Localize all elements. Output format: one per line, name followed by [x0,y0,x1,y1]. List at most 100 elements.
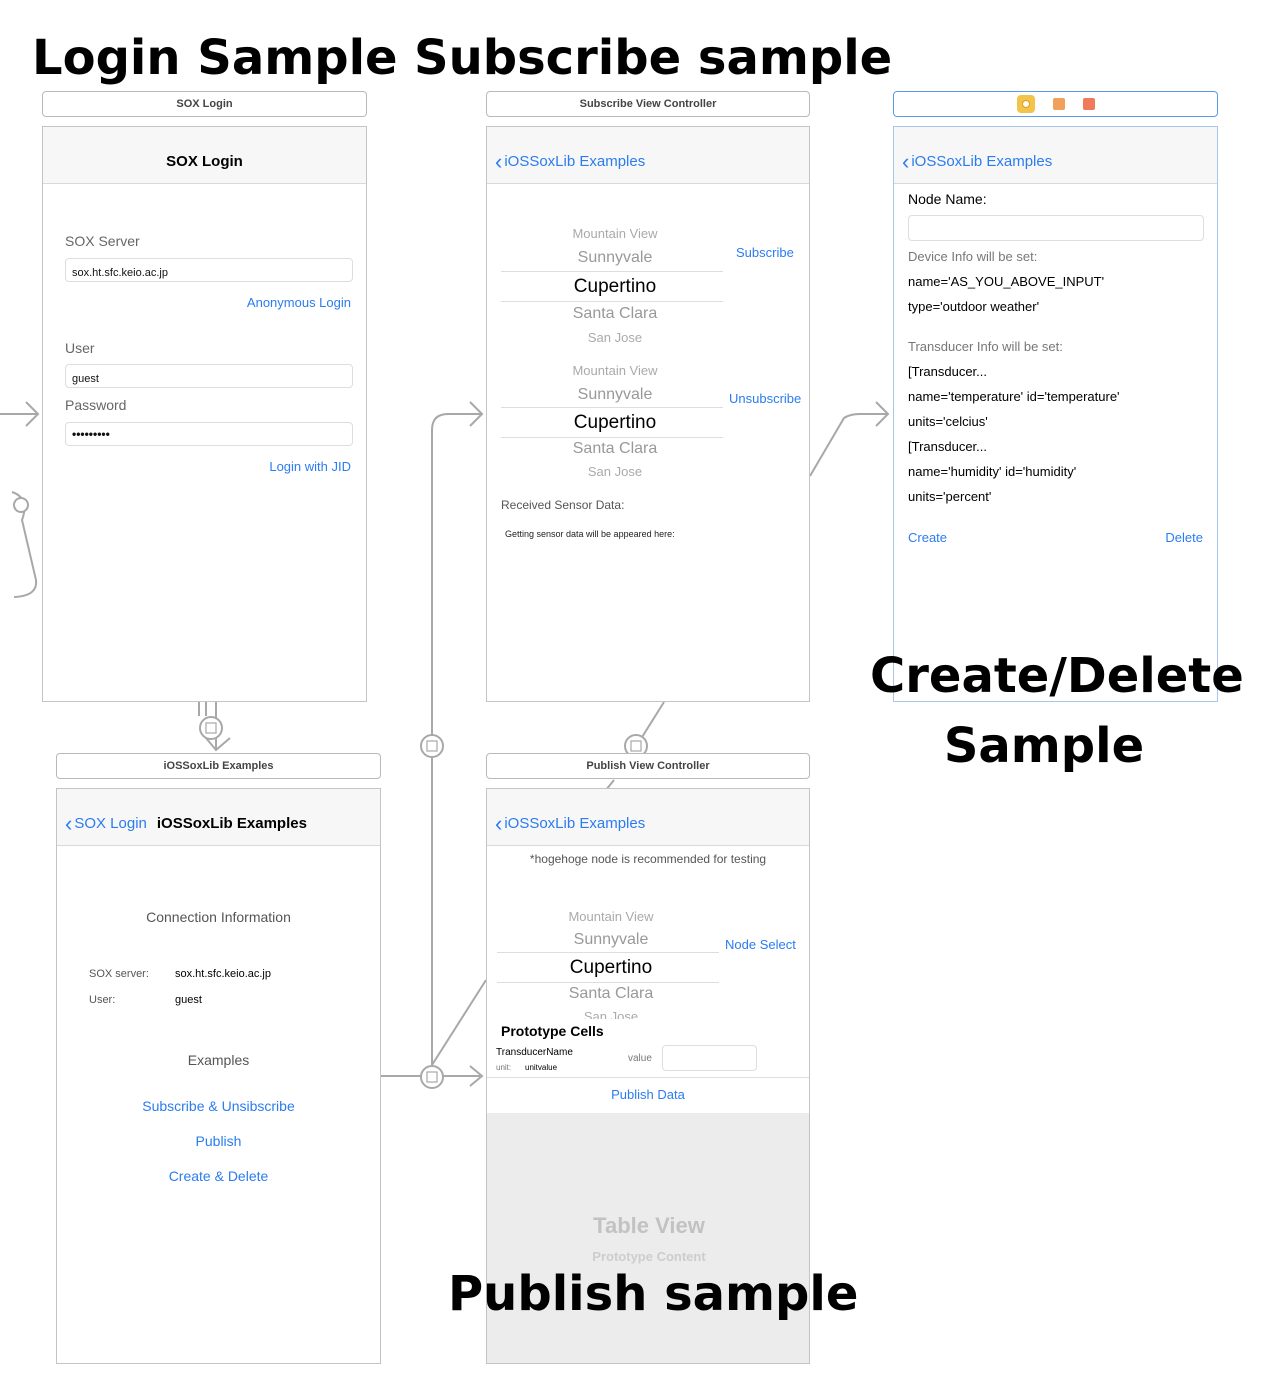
transducer-info-line: units='percent' [908,489,992,504]
publish-link[interactable]: Publish [195,1133,242,1149]
picker-row: Mountain View [572,363,658,378]
picker-row: San Jose [583,1009,639,1021]
picker-selected-row: Cupertino [573,412,657,433]
navigation-bar: ‹ iOSSoxLib Examples [894,127,1217,184]
picker-selected-row: Cupertino [569,957,653,978]
city-picker[interactable]: Mountain View Sunnyvale Cupertino Santa … [495,362,735,492]
table-view[interactable]: Table View Prototype Content [487,1113,809,1363]
value-field[interactable] [662,1045,757,1071]
publish-sample-label: Publish sample [448,1266,859,1322]
create-scene-bar[interactable] [893,91,1218,117]
user-value: guest [175,994,202,1006]
create-button[interactable]: Create [908,530,948,545]
picker-row: Santa Clara [568,985,654,1002]
back-button[interactable]: ‹ iOSSoxLib Examples [495,148,646,174]
unsubscribe-button[interactable]: Unsubscribe [729,391,802,406]
picker-selected-row: Cupertino [573,276,657,297]
picker-row: Santa Clara [572,440,658,457]
device-info-label: Device Info will be set: [908,249,1038,264]
server-value: sox.ht.sfc.keio.ac.jp [175,968,271,980]
navigation-bar: ‹ SOX Login iOSSoxLib Examples [57,789,380,846]
navigation-bar: ‹ iOSSoxLib Examples [487,789,809,846]
user-label: User: [89,994,116,1006]
prototype-cell[interactable]: TransducerName unit: unitvalue value [487,1043,809,1078]
unit-label: unit: [496,1063,512,1072]
login-scene-bar[interactable]: SOX Login [42,91,367,117]
segue-icon [205,722,642,1083]
table-view-label: Table View [593,1213,705,1238]
connection-info-label: Connection Information [146,909,291,925]
node-select-button[interactable]: Node Select [725,937,796,952]
value-label: value [628,1053,652,1064]
subscribe-sample-label: Subscribe sample [414,30,893,86]
password-field[interactable]: ••••••••• [65,422,353,446]
navigation-bar: ‹ iOSSoxLib Examples [487,127,809,184]
password-label: Password [65,397,127,413]
transducer-name-label: TransducerName [496,1047,573,1058]
picker-row: Sunnyvale [577,386,653,403]
cube-icon [1052,98,1065,110]
picker-row: Mountain View [568,909,654,924]
subscribe-scene-bar[interactable]: Subscribe View Controller [486,91,810,117]
node-name-label: Node Name: [908,191,987,207]
examples-label: Examples [187,1052,250,1068]
device-info-line: name='AS_YOU_ABOVE_INPUT' [908,274,1105,289]
navigation-bar: SOX Login [43,127,366,184]
city-picker[interactable]: Mountain View Sunnyvale Cupertino Santa … [495,225,735,355]
create-delete-sample-label: Create/Delete [870,648,1244,704]
subscribe-scene: ‹ iOSSoxLib Examples Mountain View Sunny… [486,126,810,702]
back-button[interactable]: ‹ iOSSoxLib Examples [495,810,646,836]
nav-title: SOX Login [166,153,243,170]
back-button[interactable]: ‹ iOSSoxLib Examples [902,148,1053,174]
transducer-info-line: name='humidity' id='humidity' [908,464,1077,479]
login-scene: SOX Login SOX Server sox.ht.sfc.keio.ac.… [42,126,367,702]
chevron-left-icon: ‹ [495,148,503,174]
picker-row: San Jose [587,330,643,345]
examples-scene-bar[interactable]: iOSSoxLib Examples [56,753,381,779]
delete-button[interactable]: Delete [1165,530,1203,545]
received-data-label: Received Sensor Data: [501,498,625,512]
exit-icon [1082,98,1095,110]
create-delete-sample-label-2: Sample [943,718,1145,774]
server-label: SOX Server [65,233,140,249]
picker-row: Santa Clara [572,305,658,322]
device-info-line: type='outdoor weather' [908,299,1040,314]
transducer-info-line: [Transducer... [908,364,987,379]
received-data-text: Getting sensor data will be appeared her… [505,529,675,539]
chevron-left-icon: ‹ [495,810,503,836]
view-controller-icon [1016,95,1035,113]
publish-data-button[interactable]: Publish Data [611,1087,685,1102]
transducer-info-line: units='celcius' [908,414,988,429]
user-field[interactable]: guest [65,364,353,388]
create-delete-link[interactable]: Create & Delete [168,1168,269,1184]
transducer-info-line: name='temperature' id='temperature' [908,389,1120,404]
node-picker[interactable]: Mountain View Sunnyvale Cupertino Santa … [491,909,731,1021]
publish-scene-bar[interactable]: Publish View Controller [486,753,810,779]
user-label: User [65,340,95,356]
server-label: SOX server: [89,968,149,980]
examples-scene: ‹ SOX Login iOSSoxLib Examples Connectio… [56,788,381,1364]
chevron-left-icon: ‹ [65,810,73,836]
server-field[interactable]: sox.ht.sfc.keio.ac.jp [65,258,353,282]
anonymous-login-button[interactable]: Anonymous Login [246,295,351,310]
picker-row: Sunnyvale [573,931,649,948]
picker-row: Sunnyvale [577,249,653,266]
transducer-info-line: [Transducer... [908,439,987,454]
transducer-info-label: Transducer Info will be set: [908,339,1063,354]
prototype-cells-header: Prototype Cells [501,1023,604,1039]
node-name-field[interactable] [908,215,1204,241]
create-scene: ‹ iOSSoxLib Examples Node Name: Device I… [893,126,1218,702]
picker-row: Mountain View [572,226,658,241]
recommendation-note: *hogehoge node is recommended for testin… [529,852,767,866]
unit-value: unitvalue [525,1063,558,1072]
login-sample-label: Login Sample [32,30,398,86]
login-with-jid-button[interactable]: Login with JID [269,459,351,474]
picker-row: San Jose [587,464,643,479]
back-button[interactable]: ‹ SOX Login iOSSoxLib Examples [65,810,307,836]
subscribe-button[interactable]: Subscribe [736,245,794,260]
subscribe-link[interactable]: Subscribe & Unsibscribe [142,1098,295,1114]
prototype-content-label: Prototype Content [592,1249,706,1264]
publish-scene: ‹ iOSSoxLib Examples *hogehoge node is r… [486,788,810,1364]
chevron-left-icon: ‹ [902,148,910,174]
